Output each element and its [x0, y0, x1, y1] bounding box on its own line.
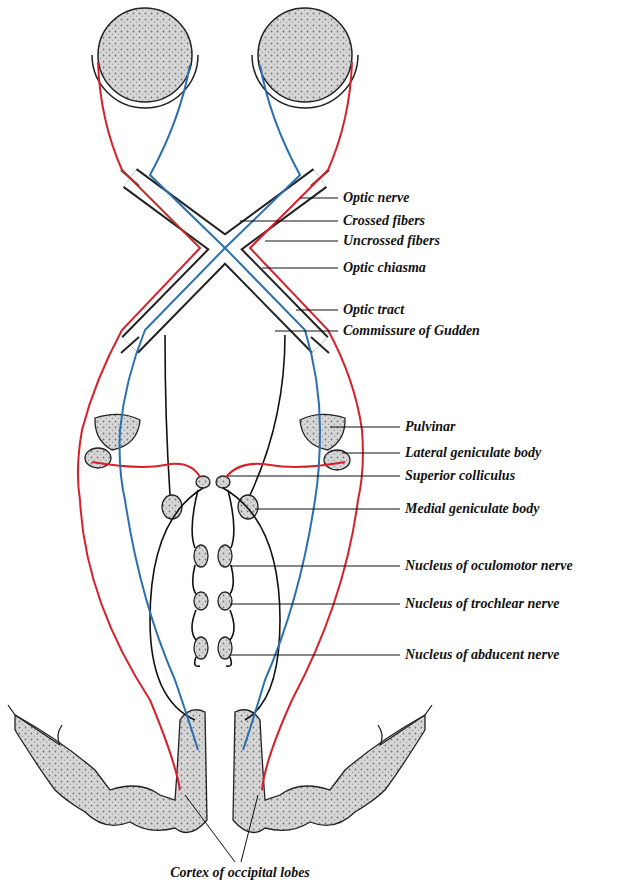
structure-label: Nucleus of abducent nerve	[405, 647, 559, 663]
structure-label: Uncrossed fibers	[343, 233, 440, 249]
uncrossed-fibers	[78, 62, 363, 790]
structure-label: Nucleus of oculomotor nerve	[405, 558, 573, 574]
crossed-fibers	[120, 65, 320, 750]
structure-label: Commissure of Gudden	[343, 323, 480, 339]
optic-nerve-outline	[121, 170, 329, 353]
black-fibers	[150, 335, 285, 720]
structure-label: Crossed fibers	[343, 213, 425, 229]
structure-label: Medial geniculate body	[405, 501, 540, 517]
brain-nuclei	[85, 414, 350, 659]
structure-label: Cortex of occipital lobes	[170, 865, 310, 881]
occipital-cortex	[8, 705, 432, 833]
structure-label: Pulvinar	[405, 419, 456, 435]
structure-label: Lateral geniculate body	[405, 445, 541, 461]
structure-label: Nucleus of trochlear nerve	[405, 596, 559, 612]
structure-label: Optic tract	[343, 302, 404, 318]
structure-label: Optic nerve	[343, 190, 409, 206]
leader-line	[185, 198, 400, 862]
eyeball	[92, 8, 358, 108]
structure-label: Optic chiasma	[343, 260, 426, 276]
structure-label: Superior colliculus	[405, 468, 515, 484]
